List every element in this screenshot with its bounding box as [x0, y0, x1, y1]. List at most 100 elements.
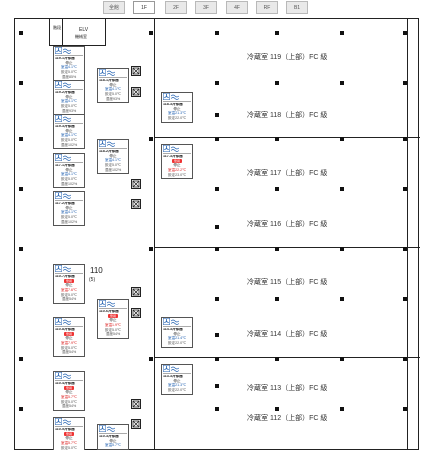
utility-wall	[105, 19, 106, 46]
column-marker	[340, 357, 344, 361]
column-marker	[340, 297, 344, 301]
tab-all-floors[interactable]: 全館	[103, 1, 125, 14]
cooler-setpoint: 設定5.0℃	[60, 214, 78, 219]
column-marker	[340, 81, 344, 85]
alarm-badge: 警報	[63, 431, 74, 436]
cooler-current-temp: 室温5.7℃	[60, 440, 78, 445]
cooler-card-header	[163, 318, 191, 327]
cooler-setpoint: 設定5.0℃	[60, 345, 78, 350]
stair-wall	[62, 19, 63, 45]
room-116-label: 冷蔵室 116（上部）FC 級	[247, 221, 328, 228]
partition-wall-116-115	[154, 247, 420, 248]
wave-icon	[106, 426, 116, 434]
cooler-name: 117-3冷却器	[163, 155, 183, 158]
wave-icon	[62, 266, 72, 274]
column-marker	[275, 31, 279, 35]
wave-icon	[62, 155, 72, 163]
damper-valve-icon[interactable]	[131, 308, 141, 318]
cooler-setpoint: 設定22.0℃	[167, 387, 187, 392]
cooler-humidity: 湿度54%	[61, 350, 77, 355]
tab-2f[interactable]: 2F	[165, 1, 187, 14]
cooler-card-header	[99, 300, 127, 309]
cooler-setpoint: 設定5.0℃	[60, 137, 78, 142]
floor-plan: 階段 ELV 機械室 110 (5) 冷蔵室 119（上部）FC 級 冷蔵室 1…	[14, 18, 420, 450]
cooler-current-temp: 室温7.9℃	[60, 340, 78, 345]
room-119-label: 冷蔵室 119（上部）FC 級	[247, 54, 328, 61]
tab-4f[interactable]: 4F	[226, 1, 248, 14]
cooler-status-card[interactable]: 110-3冷却器停止室温5.7℃	[97, 424, 129, 450]
cooler-setpoint: 設定5.0℃	[104, 327, 122, 332]
wave-icon	[106, 301, 116, 309]
fan-icon	[55, 192, 62, 201]
cooler-state: 停止	[109, 153, 117, 158]
damper-valve-icon[interactable]	[131, 199, 141, 209]
cooler-current-temp: 室温21.3℃	[167, 383, 187, 388]
cooler-state: 停止	[173, 163, 181, 168]
wave-icon	[62, 319, 72, 327]
damper-valve-icon[interactable]	[131, 179, 141, 189]
cooler-name: 110-5冷却器	[55, 428, 75, 431]
cooler-current-temp: 室温4.1℃	[60, 172, 78, 177]
tab-3f[interactable]: 3F	[195, 1, 217, 14]
wave-icon	[170, 94, 180, 102]
cooler-setpoint: 設定5.0℃	[104, 162, 122, 167]
column-marker	[149, 31, 153, 35]
room-113-label: 冷蔵室 113（上部）FC 級	[247, 385, 328, 392]
tab-rf[interactable]: RF	[256, 1, 278, 14]
column-marker	[275, 187, 279, 191]
column-marker	[19, 247, 23, 251]
damper-valve-icon[interactable]	[131, 66, 141, 76]
damper-valve-icon[interactable]	[131, 87, 141, 97]
cooler-state: 停止	[65, 60, 73, 65]
fan-icon	[163, 318, 170, 327]
cooler-setpoint: 設定22.0℃	[167, 340, 187, 345]
alarm-badge: 警報	[171, 158, 182, 163]
tab-1f[interactable]: 1F	[133, 1, 155, 14]
column-marker	[149, 247, 153, 251]
cooler-current-temp: 室温21.3℃	[167, 111, 187, 116]
partition-wall-118-117	[154, 137, 420, 138]
column-marker	[340, 247, 344, 251]
fan-icon	[55, 115, 62, 124]
damper-valve-icon[interactable]	[131, 287, 141, 297]
cooler-card-header	[55, 418, 83, 427]
cooler-name: 110-8冷却器	[55, 328, 75, 331]
cooler-current-temp: 室温4.1℃	[60, 133, 78, 138]
cooler-current-temp: 室温7.6℃	[60, 287, 78, 292]
tab-b1[interactable]: B1	[286, 1, 308, 14]
damper-valve-icon[interactable]	[131, 399, 141, 409]
room-110-label: 110	[90, 266, 103, 275]
column-marker	[149, 357, 153, 361]
alarm-badge: 警報	[63, 331, 74, 336]
cooler-name: 110-6冷却器	[99, 310, 119, 313]
column-marker	[275, 357, 279, 361]
cooler-state: 停止	[109, 438, 117, 443]
cooler-name: 119-3冷却器	[55, 125, 75, 128]
damper-valve-icon[interactable]	[131, 419, 141, 429]
cooler-name: 110-3冷却器	[99, 435, 119, 438]
wave-icon	[170, 319, 180, 327]
cooler-setpoint: 設定5.0℃	[60, 445, 78, 450]
cooler-setpoint: 設定5.0℃	[60, 292, 78, 297]
elevator-label: ELV	[79, 27, 89, 33]
column-marker	[275, 137, 279, 141]
cooler-humidity: 湿度85%	[61, 74, 77, 79]
room-117-label: 冷蔵室 117（上部）FC 級	[247, 170, 328, 177]
cooler-humidity: 湿度102%	[60, 142, 78, 147]
